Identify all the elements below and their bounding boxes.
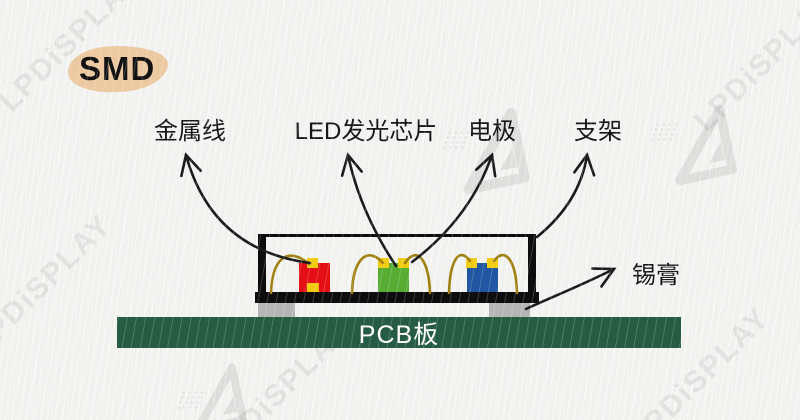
bond-wire bbox=[350, 254, 385, 295]
electrode-pad bbox=[398, 258, 409, 268]
callout-bracket: 支架 bbox=[574, 118, 622, 145]
pcb-board bbox=[117, 317, 681, 348]
bracket-base bbox=[255, 292, 539, 303]
bracket-top-edge bbox=[258, 234, 536, 237]
callout-electrode: 电极 bbox=[468, 118, 516, 145]
callout-led-chip: LED发光芯片 bbox=[294, 118, 438, 145]
arrow-solder-paste bbox=[524, 267, 617, 311]
arrow-electrode bbox=[410, 152, 497, 264]
solder-paste-pad-right bbox=[489, 303, 530, 317]
brand-logo-icon bbox=[438, 99, 541, 206]
arrow-bracket bbox=[535, 152, 596, 239]
bond-wire bbox=[403, 254, 432, 295]
bond-wire bbox=[447, 253, 472, 295]
solder-paste-pad-left bbox=[258, 303, 295, 317]
bracket-left-wall bbox=[258, 234, 266, 294]
callout-metal-wire: 金属线 bbox=[154, 118, 226, 145]
electrode-pad bbox=[466, 258, 477, 268]
callout-solder-paste: 锡膏 bbox=[632, 262, 680, 289]
arrow-led-chip bbox=[340, 152, 398, 268]
bracket-right-wall bbox=[528, 234, 536, 294]
brand-logo-icon bbox=[173, 356, 257, 420]
electrode-pad bbox=[307, 283, 319, 292]
arrow-metal-wire bbox=[180, 152, 312, 265]
electrode-pad bbox=[487, 258, 498, 268]
page-title: SMD bbox=[79, 50, 156, 87]
pcb-board-label: PCB板 bbox=[358, 320, 440, 349]
brand-logo-icon bbox=[652, 96, 748, 196]
electrode-pad bbox=[307, 258, 318, 268]
bond-wire bbox=[492, 253, 519, 295]
